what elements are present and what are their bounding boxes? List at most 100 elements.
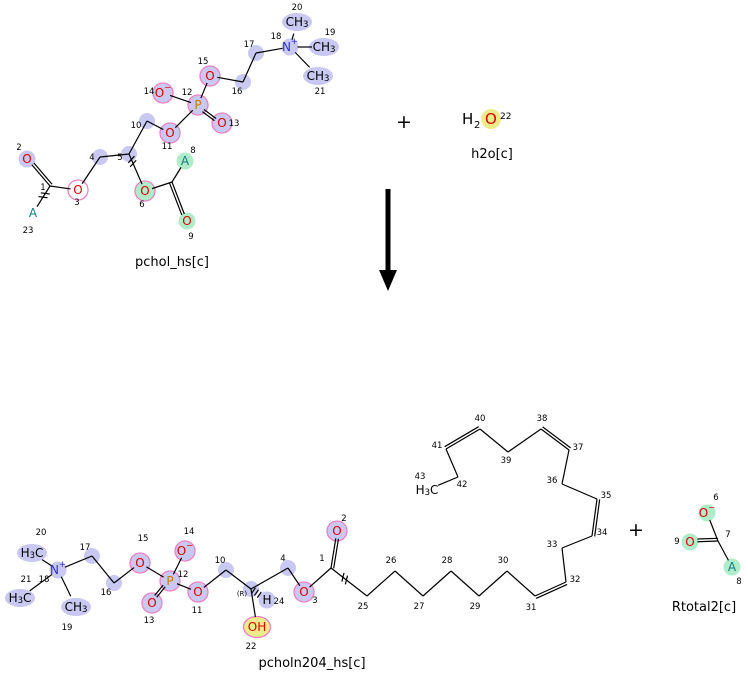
bond (41, 559, 53, 567)
atom-number: 26 (386, 556, 397, 566)
bond (172, 557, 183, 575)
atom-highlight (141, 592, 163, 614)
bond (591, 498, 598, 537)
atom-symbol: O (135, 556, 144, 570)
atom-number: 13 (144, 616, 155, 626)
atom-highlight (67, 179, 89, 201)
atom-number: 2 (341, 514, 346, 524)
product2-name: Rtotal2[c] (672, 600, 736, 615)
bond (561, 547, 567, 583)
bond (99, 153, 130, 158)
atom-number: 31 (526, 603, 537, 613)
bond (697, 537, 718, 540)
atom-symbol: A (29, 206, 38, 220)
atom-symbol: O (165, 126, 174, 140)
water-formula-text: H 2 O 22 (462, 110, 511, 132)
atom-symbol: H (262, 593, 271, 607)
bond (36, 185, 51, 207)
atom-highlight (174, 540, 196, 562)
atom-highlight (211, 112, 233, 134)
atom-number: 41 (432, 441, 443, 451)
bond (255, 47, 283, 54)
atom-symbol: O− (177, 541, 194, 558)
bond (64, 555, 93, 568)
bond (203, 569, 227, 588)
bond (217, 76, 244, 83)
bond (344, 575, 349, 585)
bond (176, 583, 192, 590)
atom-number: 9 (188, 232, 193, 242)
atom-highlight (176, 152, 194, 170)
bond (151, 181, 173, 190)
atom-highlight (61, 598, 91, 616)
bond (171, 167, 182, 183)
atom-number: 12 (178, 570, 189, 580)
atom-symbol: O (205, 69, 214, 83)
bond (333, 538, 340, 569)
reaction-arrow-head (379, 270, 397, 291)
atom-highlight (134, 180, 156, 202)
bond (202, 111, 215, 122)
atom-symbol: H3C (9, 591, 32, 606)
bond (422, 570, 452, 597)
atom-highlight (282, 13, 312, 31)
atom-symbol: P (194, 98, 201, 112)
atom-number: 23 (23, 226, 34, 236)
atom-number: 5 (117, 153, 122, 163)
atom-symbol: CH3 (65, 600, 88, 615)
water-formula: H 2 O 22 (462, 109, 511, 132)
bond (709, 519, 719, 542)
atom-number: 2 (16, 143, 21, 153)
bond (542, 426, 571, 449)
atom-number: 29 (470, 602, 481, 612)
atom-symbol: P (166, 574, 173, 588)
atom-highlight (293, 581, 315, 603)
plus-sign-2: + (628, 519, 644, 541)
atom-number: 19 (325, 28, 336, 38)
atom-highlight (5, 589, 35, 607)
atom-symbol: OH (248, 620, 266, 634)
bond (146, 566, 164, 578)
atom-number: 32 (570, 575, 581, 585)
atom-symbol: O (299, 585, 308, 599)
bond (128, 120, 148, 155)
atom-number: 38 (537, 414, 548, 424)
bond (168, 182, 183, 216)
bond (129, 159, 137, 168)
bond (127, 155, 135, 164)
atom-highlight (18, 150, 36, 168)
atom-symbol: N+ (282, 37, 298, 54)
atom-number: 15 (198, 57, 209, 67)
atom-number: 21 (315, 87, 326, 97)
atom-symbol: O (182, 214, 191, 228)
bond (31, 164, 51, 187)
atom-symbol: A (728, 560, 737, 574)
stereo-label: (R) (237, 590, 248, 598)
atom-highlight (187, 94, 209, 116)
bond (250, 567, 289, 590)
atom-number: 22 (246, 642, 257, 652)
bond (479, 428, 509, 453)
atom-highlight (281, 38, 299, 56)
atom-symbol: O (22, 152, 31, 166)
bond (38, 195, 48, 199)
bond (561, 535, 593, 549)
atom-number: 20 (292, 3, 303, 13)
bond (81, 156, 101, 185)
atom-number: 9 (674, 537, 679, 547)
atom-number: 30 (498, 556, 509, 566)
atom-number: 14 (184, 527, 195, 537)
atom-number: 3 (74, 198, 79, 208)
bond (60, 576, 72, 597)
reactant2-name: h2o[c] (471, 147, 513, 162)
atom-symbol: O− (699, 503, 716, 520)
bond (717, 540, 729, 561)
atom-number: 1 (40, 183, 45, 193)
atom-number: 4 (89, 153, 94, 163)
atom-number: 13 (229, 119, 240, 129)
atom-symbol: O (73, 183, 82, 197)
